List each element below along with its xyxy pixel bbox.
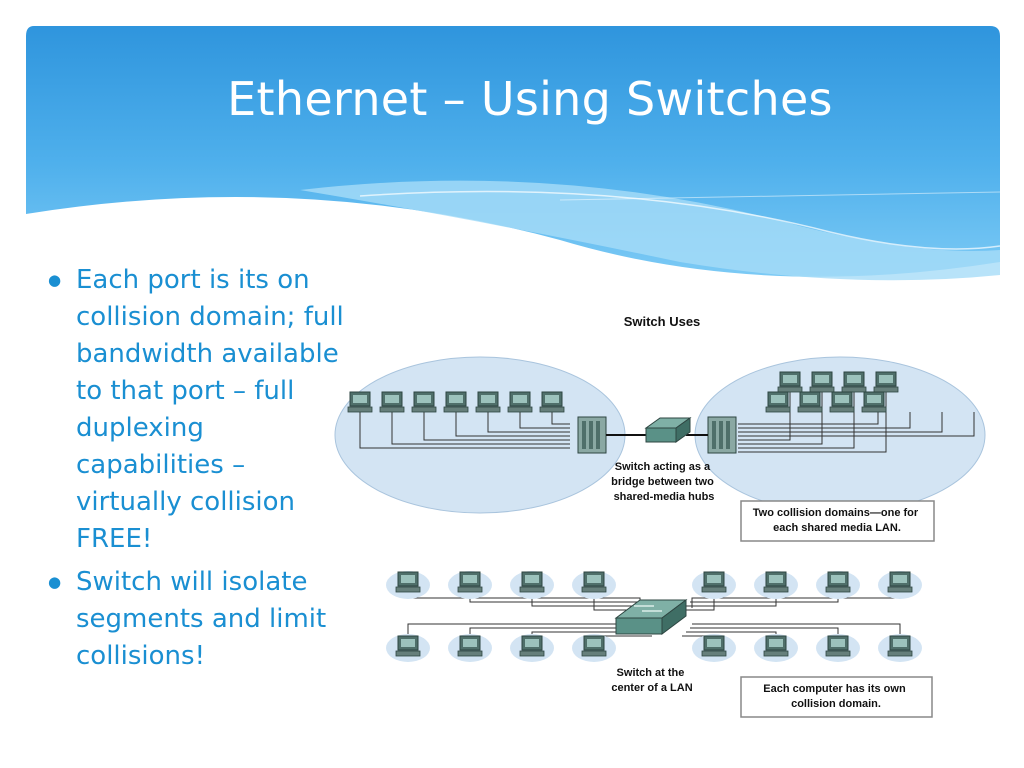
header-wave-light — [300, 180, 1000, 281]
computer-icon — [581, 571, 607, 593]
bullet-item: Each port is its on collision domain; fu… — [44, 262, 344, 558]
computer-icon — [395, 635, 421, 657]
header-wave-line-2 — [559, 191, 1001, 201]
callout-line: Two collision domains—one for — [753, 507, 919, 519]
bullet-list: Each port is its on collision domain; fu… — [44, 262, 344, 681]
computer-icon — [457, 635, 483, 657]
header-wave-background — [26, 26, 1001, 281]
computer-icon — [519, 571, 545, 593]
computer-icon — [475, 391, 501, 413]
top-switch-caption: Switch acting as a bridge between two sh… — [611, 461, 717, 503]
callout-line: each shared media LAN. — [773, 522, 901, 534]
bottom-callout-text: Each computer has its own collision doma… — [763, 683, 908, 710]
hub-icon — [707, 416, 737, 454]
computer-icon — [763, 635, 789, 657]
top-callout-text: Two collision domains—one for each share… — [753, 507, 921, 534]
computer-icon — [861, 391, 887, 413]
computer-icon — [701, 635, 727, 657]
central-switch-icon — [614, 599, 688, 635]
caption-line: bridge between two — [611, 476, 714, 488]
computer-icon — [825, 635, 851, 657]
top-callout-box — [740, 500, 935, 542]
computer-icon — [873, 371, 899, 393]
computer-icon — [777, 371, 803, 393]
callout-line: Each computer has its own — [763, 683, 906, 695]
header-wave-line — [359, 190, 1001, 250]
caption-line: center of a LAN — [611, 682, 692, 694]
bottom-switch-caption: Switch at the center of a LAN — [611, 667, 692, 694]
header-base-shape — [26, 26, 1000, 277]
computer-icon — [825, 571, 851, 593]
collision-domain-right — [694, 356, 986, 514]
computer-icon — [763, 571, 789, 593]
slide-title: Ethernet – Using Switches — [227, 72, 833, 126]
computer-icon — [507, 391, 533, 413]
caption-line: shared-media hubs — [614, 491, 715, 503]
computer-icon — [457, 571, 483, 593]
caption-line: Switch acting as a — [615, 461, 711, 473]
computer-icon — [395, 571, 421, 593]
computer-icon — [797, 391, 823, 413]
computer-icon — [829, 391, 855, 413]
computer-icon — [809, 371, 835, 393]
computer-icon — [347, 391, 373, 413]
computer-icon — [443, 391, 469, 413]
computer-icon — [411, 391, 437, 413]
computer-icon — [701, 571, 727, 593]
bullet-item: Switch will isolate segments and limit c… — [44, 564, 344, 675]
hub-icon — [577, 416, 607, 454]
computer-icon — [841, 371, 867, 393]
lan-left-wiring — [359, 412, 570, 449]
computer-icon — [887, 571, 913, 593]
computer-icon — [581, 635, 607, 657]
bottom-callout-box — [740, 676, 933, 718]
computer-icon — [519, 635, 545, 657]
caption-line: Switch at the — [617, 667, 685, 679]
switch-icon — [644, 417, 692, 443]
diagram-title: Switch Uses — [624, 314, 701, 329]
computer-icon — [765, 391, 791, 413]
switch-uses-diagram: Switch Uses — [334, 314, 986, 718]
computer-icon — [539, 391, 565, 413]
computer-icon — [379, 391, 405, 413]
computer-icon — [887, 635, 913, 657]
callout-line: collision domain. — [791, 698, 881, 710]
